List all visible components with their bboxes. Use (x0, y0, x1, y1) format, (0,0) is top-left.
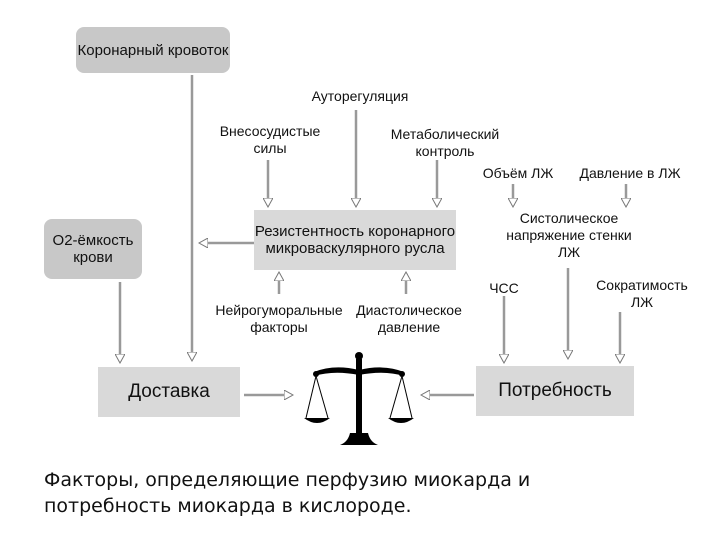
delivery-box: Доставка (98, 367, 240, 417)
coronary-flow-label: Коронарный кровоток (77, 41, 229, 59)
hr-label: ЧСС (489, 280, 519, 296)
coronary-flow-box: Коронарный кровоток (76, 27, 230, 73)
balance-scale-icon (304, 352, 414, 445)
metabolic-label: Метаболический контроль (390, 126, 500, 159)
delivery-label: Доставка (128, 381, 210, 402)
figure-caption: Факторы, определяющие перфузию миокарда … (44, 469, 531, 517)
resistance-label: Резистентность коронарного микроваскуляр… (254, 223, 456, 257)
neurohumoral-label: Нейрогуморальные факторы (215, 302, 343, 335)
contractility-label: Сократимость ЛЖ (596, 277, 688, 310)
autoregulation-label: Ауторегуляция (311, 88, 409, 104)
demand-label: Потребность (498, 380, 612, 401)
diastolic-label: Диастолическое давление (356, 302, 462, 335)
o2-capacity-box: О2-ёмкость крови (44, 219, 142, 279)
extravascular-label: Внесосудистые силы (219, 123, 321, 156)
resistance-box: Резистентность коронарного микроваскуляр… (254, 210, 456, 270)
o2-capacity-label: О2-ёмкость крови (52, 232, 134, 266)
lv-pressure-label: Давление в ЛЖ (579, 165, 681, 181)
demand-box: Потребность (476, 366, 634, 416)
systolic-tension-label: Систолическое напряжение стенки ЛЖ (506, 210, 632, 260)
lv-volume-label: Объём ЛЖ (482, 165, 554, 181)
